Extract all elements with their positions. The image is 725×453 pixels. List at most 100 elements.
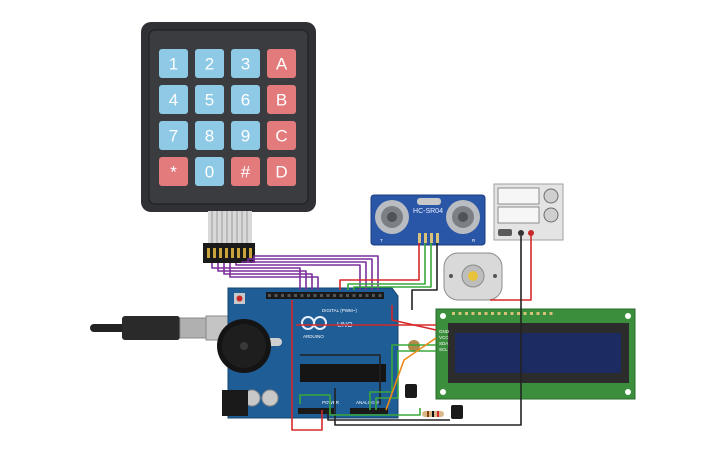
digital-pin: [352, 294, 356, 297]
potentiometer: [408, 340, 420, 352]
ultrasonic-model-label: HC-SR04: [413, 208, 443, 215]
digital-pin: [313, 294, 317, 297]
lcd-header-pin: [497, 312, 501, 315]
keypad-key-2[interactable]: [195, 49, 224, 78]
lcd-pin-scl: SCL: [439, 347, 448, 352]
capacitor-2: [261, 389, 279, 407]
lcd-header-pin: [517, 312, 520, 315]
digital-pin: [333, 294, 336, 297]
keypad-key-8[interactable]: [195, 121, 224, 150]
transistor-2: [451, 405, 463, 419]
lcd-header-pin: [536, 312, 540, 315]
keypad-key-A[interactable]: [267, 49, 296, 78]
lcd-header-pin: [491, 312, 494, 315]
dc-motor: [443, 252, 503, 301]
negative-terminal: [518, 230, 524, 236]
lcd-pin-vcc: VCC: [439, 335, 449, 340]
arduino-brand: ARDUINO: [303, 334, 324, 339]
keypad-key-label: A: [276, 55, 288, 74]
lcd-header-pin: [465, 312, 468, 315]
digital-pin: [346, 294, 349, 297]
keypad-key-label: 8: [205, 127, 214, 146]
digital-pin: [307, 294, 310, 297]
keypad-key-label: D: [275, 163, 287, 182]
keypad-key-7[interactable]: [159, 121, 188, 150]
keypad-key-label: 1: [169, 55, 178, 74]
keypad-key-0[interactable]: [195, 157, 224, 186]
digital-label: DIGITAL (PWM~): [322, 308, 357, 313]
motor-shaft: [468, 271, 478, 281]
keypad-key-label: 9: [241, 127, 250, 146]
keypad-key-label: 5: [205, 91, 214, 110]
keypad-key-label: B: [276, 91, 287, 110]
lcd-header-pin: [458, 312, 462, 315]
keypad-key-3[interactable]: [231, 49, 260, 78]
voltage-knob[interactable]: [543, 188, 559, 204]
digital-header: [266, 292, 384, 299]
analog-label: ANALOG IN: [356, 400, 381, 405]
current-knob[interactable]: [543, 207, 559, 223]
keypad-key-label: C: [275, 127, 287, 146]
keypad-key-1[interactable]: [159, 49, 188, 78]
ultrasonic-left-mark: T: [380, 238, 383, 243]
transistor-1: [405, 384, 417, 398]
lcd-header-pin: [510, 312, 514, 315]
usb-plug: [122, 316, 180, 340]
keypad-key-label: #: [241, 163, 251, 182]
lcd-header-pin: [452, 312, 455, 315]
digital-pin: [359, 294, 362, 297]
digital-pin: [268, 294, 271, 297]
lcd-screen: [455, 333, 621, 373]
arduino-logo: [301, 316, 327, 330]
digital-pin: [294, 294, 297, 297]
analog-header: [350, 408, 388, 414]
lcd-header-pin: [484, 312, 488, 315]
keypad-key-label: 2: [205, 55, 214, 74]
piezo-buzzer: [217, 319, 271, 373]
wires: [211, 236, 532, 431]
digital-pin: [378, 294, 382, 297]
digital-pin: [281, 294, 284, 297]
power-jack: [222, 390, 248, 416]
digital-pin: [326, 294, 330, 297]
keypad-key-*[interactable]: [159, 157, 188, 186]
digital-pin: [287, 294, 291, 297]
keypad-key-D[interactable]: [267, 157, 296, 186]
keypad-key-label: 6: [241, 91, 250, 110]
lcd-header-pin: [530, 312, 533, 315]
keypad-key-label: 4: [169, 91, 178, 110]
power-supply: [493, 183, 564, 241]
keypad-key-4[interactable]: [159, 85, 188, 114]
digital-pin: [372, 294, 375, 297]
lcd-header-pin: [478, 312, 481, 315]
power-switch[interactable]: [498, 229, 512, 236]
ultrasonic-right-mark: R: [472, 238, 476, 243]
keypad-key-5[interactable]: [195, 85, 224, 114]
lcd-header-pin: [504, 312, 507, 315]
keypad-key-label: *: [170, 163, 177, 182]
ultrasonic-sensor: HC-SR04 T R: [370, 194, 486, 246]
digital-pin: [300, 294, 304, 297]
digital-pin: [339, 294, 343, 297]
lcd-display: GND VCC SDA SCL: [435, 308, 636, 400]
keypad-key-B[interactable]: [267, 85, 296, 114]
digital-pin: [274, 294, 278, 297]
lcd-header-pin: [549, 312, 553, 315]
lcd-pin-sda: SDA: [439, 341, 448, 346]
power-label: POWER: [322, 400, 340, 405]
small-components: [405, 340, 463, 419]
keypad-key-C[interactable]: [267, 121, 296, 150]
arduino-uno: DIGITAL (PWM~) ARDUINO UNO POWER ANALOG …: [222, 287, 399, 419]
keypad-key-#[interactable]: [231, 157, 260, 186]
keypad-key-9[interactable]: [231, 121, 260, 150]
keypad-key-label: 3: [241, 55, 250, 74]
power-supply-display-top: [497, 187, 540, 205]
positive-terminal: [528, 230, 534, 236]
keypad-ribbon: [208, 211, 252, 243]
digital-pin: [365, 294, 369, 297]
digital-pin: [320, 294, 323, 297]
keypad-key-6[interactable]: [231, 85, 260, 114]
